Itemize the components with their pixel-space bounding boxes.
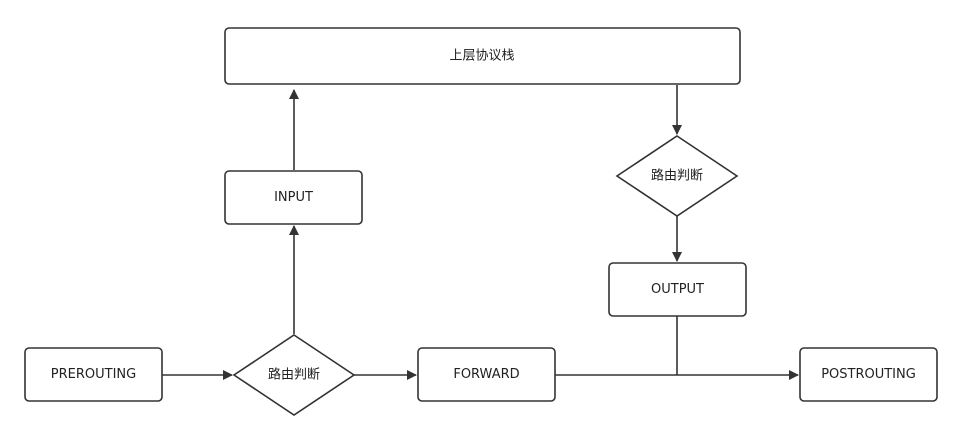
node-route-decision-output-label: 路由判断 — [651, 168, 703, 184]
node-output: OUTPUT — [608, 262, 747, 317]
node-route-decision-output: 路由判断 — [615, 135, 739, 217]
node-upper-stack-label: 上层协议栈 — [449, 49, 514, 64]
node-forward: FORWARD — [417, 347, 556, 402]
node-prerouting-label: PREROUTING — [51, 367, 136, 382]
node-prerouting: PREROUTING — [24, 347, 163, 402]
node-output-label: OUTPUT — [651, 282, 704, 297]
node-route-decision-input: 路由判断 — [232, 334, 356, 416]
node-postrouting: POSTROUTING — [799, 347, 938, 402]
node-postrouting-label: POSTROUTING — [821, 367, 916, 382]
node-input-label: INPUT — [274, 190, 313, 205]
node-upper-stack: 上层协议栈 — [224, 27, 741, 85]
node-forward-label: FORWARD — [453, 367, 519, 382]
node-input: INPUT — [224, 170, 363, 225]
node-route-decision-input-label: 路由判断 — [268, 367, 320, 383]
